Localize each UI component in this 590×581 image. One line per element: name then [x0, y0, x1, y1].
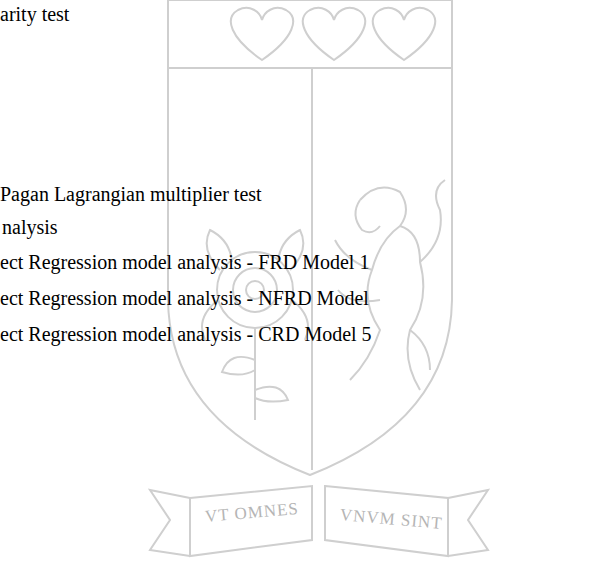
shield-band — [168, 67, 452, 69]
body-text: Pagan Lagrangian multiplier test — [0, 183, 262, 206]
body-text: ect Regression model analysis - CRD Mode… — [0, 323, 372, 346]
body-text: nalysis — [2, 216, 58, 239]
lion — [335, 180, 445, 390]
motto-text: VT OMNES — [204, 499, 299, 527]
motto-text: VNVM SINT — [339, 505, 443, 533]
body-text: arity test — [0, 3, 69, 26]
hearts — [231, 8, 435, 60]
body-text: ect Regression model analysis - NFRD Mod… — [0, 287, 369, 310]
motto-ribbons — [150, 486, 488, 556]
body-text: ect Regression model analysis - FRD Mode… — [0, 251, 369, 274]
shield-outline — [168, 0, 452, 475]
